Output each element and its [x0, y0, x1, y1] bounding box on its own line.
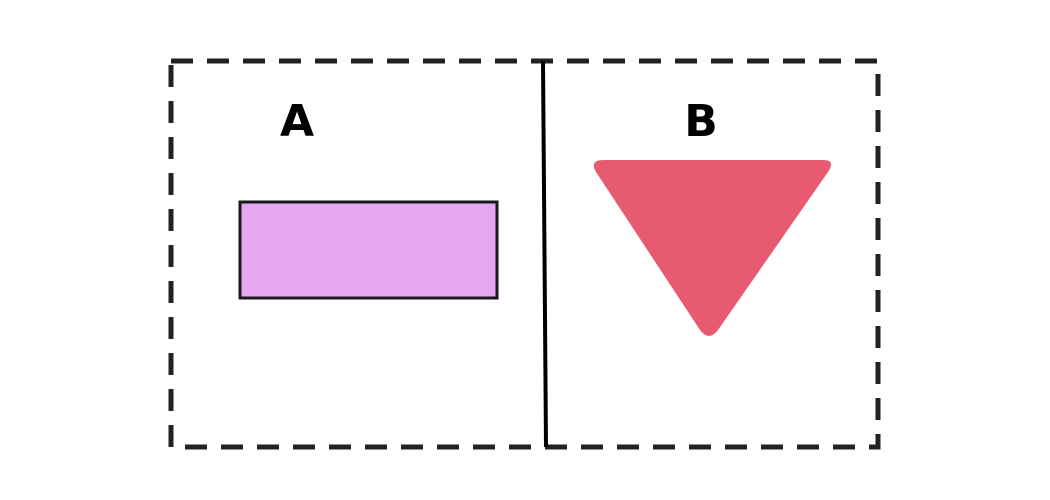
divider-line: [541, 60, 548, 448]
panel-b-label: B: [684, 96, 718, 147]
pink-rectangle: [238, 200, 499, 300]
red-down-triangle: [593, 160, 832, 336]
dashed-frame: [168, 58, 881, 450]
panel-a-label: A: [280, 96, 314, 147]
